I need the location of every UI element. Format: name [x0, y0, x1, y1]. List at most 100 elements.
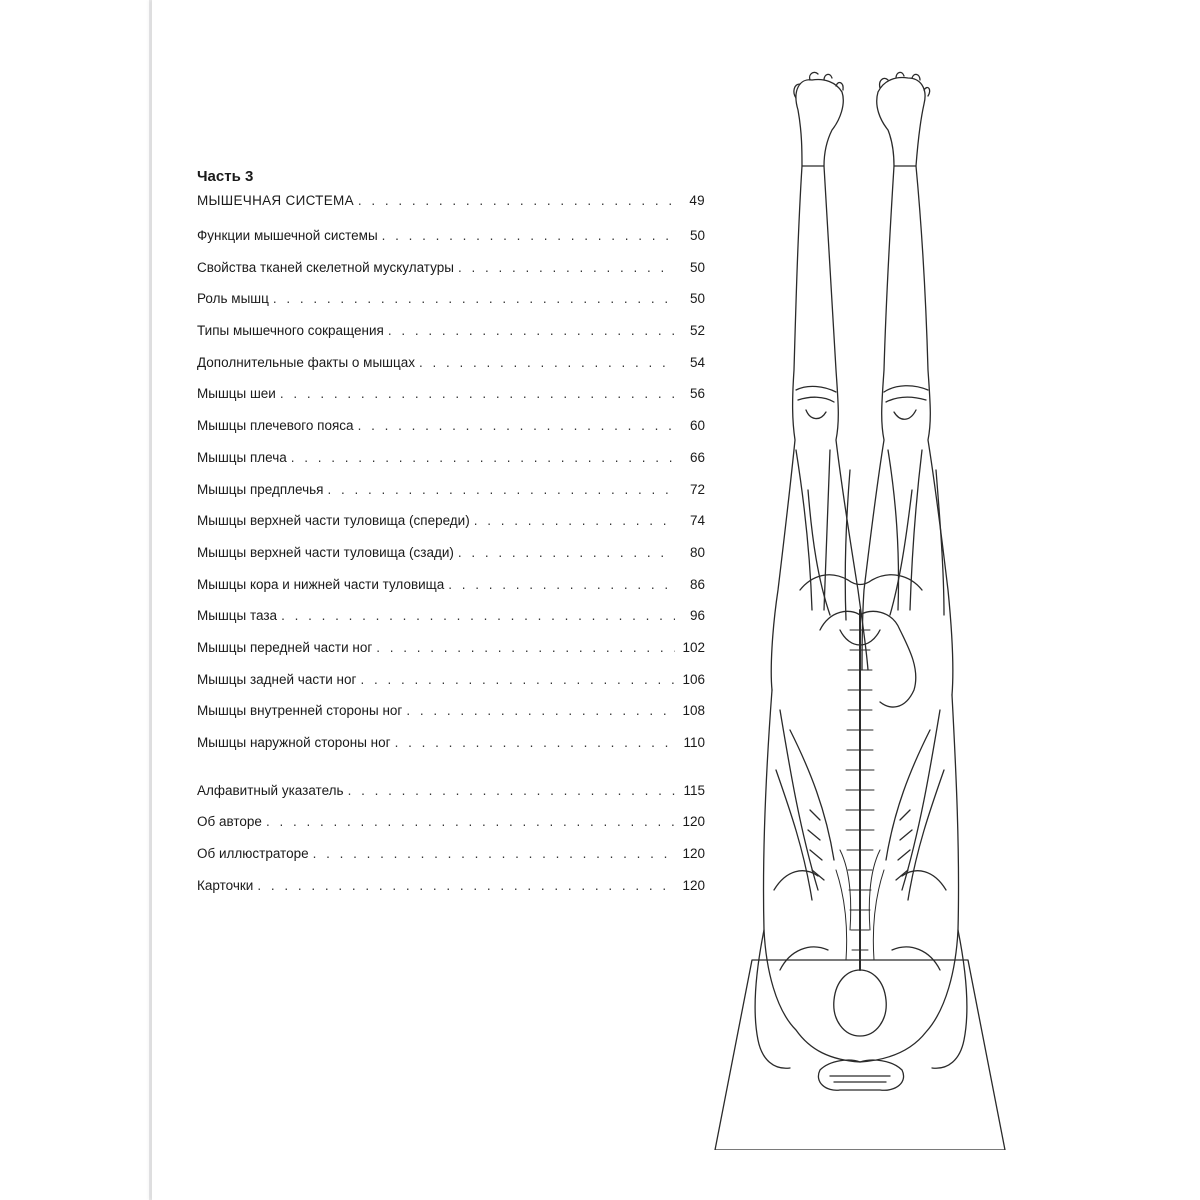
toc-appendix-label: Об иллюстраторе [197, 846, 309, 862]
toc-appendix-row[interactable]: Об иллюстраторе 120 [197, 838, 705, 870]
toc-appendix-row[interactable]: Об авторе 120 [197, 806, 705, 838]
right-leg [861, 165, 895, 671]
toc-entry-label: Мышцы верхней части туловища (спереди) [197, 513, 470, 529]
leader-dots [266, 806, 675, 838]
toc-entry-page: 52 [689, 323, 705, 339]
leader-dots [281, 600, 675, 632]
torso [762, 689, 960, 1063]
toc-entry-row[interactable]: Мышцы передней части ног 102 [197, 632, 705, 664]
toc-entry-label: Мышцы плечевого пояса [197, 418, 354, 434]
toc-entry-label: Функции мышечной системы [197, 228, 378, 243]
toc-entry-page: 106 [682, 671, 705, 687]
leader-dots [382, 220, 675, 252]
toc-entry-row[interactable]: Роль мышц 50 [197, 283, 705, 315]
toc-entry-row[interactable]: Мышцы таза 96 [197, 600, 705, 632]
leader-dots [358, 188, 675, 214]
toc-entry-page: 66 [689, 449, 705, 465]
part-title: Часть 3 [197, 168, 254, 185]
toc-entry-page: 50 [689, 259, 705, 275]
toc-appendix-label: Алфавитный указатель [197, 782, 344, 798]
toc-entry-page: 86 [689, 576, 705, 592]
toc-entry-row[interactable]: Мышцы плеча 66 [197, 442, 705, 474]
leader-dots [458, 537, 675, 569]
toc-appendix: Алфавитный указатель115Об авторе120Об ил… [197, 775, 705, 902]
toc-appendix-row[interactable]: Алфавитный указатель 115 [197, 775, 705, 807]
toc-section-heading[interactable]: МЫШЕЧНАЯ СИСТЕМА 49 [197, 188, 705, 214]
leader-dots [388, 315, 675, 347]
leader-dots [257, 870, 675, 902]
toc-entry-page: 50 [689, 228, 705, 243]
toc-entry-page: 60 [689, 418, 705, 434]
toc-section-page: 49 [689, 193, 705, 208]
left-leg [770, 165, 803, 691]
toc-entry-row[interactable]: Мышцы плечевого пояса 60 [197, 410, 705, 442]
toc-entry-label: Мышцы предплечья [197, 481, 324, 497]
toc-entry-label: Мышцы внутренней стороны ног [197, 703, 403, 719]
toc-appendix-label: Об авторе [197, 814, 262, 830]
toc-appendix-row[interactable]: Карточки120 [197, 870, 705, 902]
left-foot [795, 78, 844, 167]
toc-entry-row[interactable]: Мышцы шеи56 [197, 378, 705, 410]
toc-entry-row[interactable]: Мышцы верхней части туловища (спереди) 74 [197, 505, 705, 537]
toc-entry-row[interactable]: Мышцы задней части ног 106 [197, 664, 705, 696]
hands [817, 1059, 905, 1091]
toc-entry-label: Типы мышечного сокращения [197, 323, 384, 339]
leader-dots [360, 664, 675, 696]
toc-entry-label: Мышцы плеча [197, 449, 287, 465]
leader-dots [273, 283, 675, 315]
leader-dots [448, 569, 675, 601]
toc-entry-row[interactable]: Дополнительные факты о мышцах 54 [197, 347, 705, 379]
toc-entry-label: Мышцы наружной стороны ног [197, 735, 391, 750]
toc-entry-page: 108 [682, 703, 705, 719]
toc-appendix-page: 120 [682, 877, 705, 893]
toc-entry-row[interactable]: Свойства тканей скелетной мускулатуры 50 [197, 252, 705, 284]
toc-entry-row[interactable]: Мышцы верхней части туловища (сзади) 80 [197, 537, 705, 569]
toc-entry-row[interactable]: Функции мышечной системы 50 [197, 220, 705, 252]
toc-entry-row[interactable]: Мышцы кора и нижней части туловища 86 [197, 569, 705, 601]
toc-entry-page: 74 [689, 513, 705, 529]
leader-dots [328, 474, 676, 506]
toc-gap [197, 759, 705, 775]
table-of-contents: Часть 3 МЫШЕЧНАЯ СИСТЕМА 49 Функции мыше… [197, 166, 705, 901]
toc-entry-page: 50 [689, 291, 705, 307]
toc-entry-row[interactable]: Мышцы наружной стороны ног 110 [197, 727, 705, 759]
right-foot [876, 76, 926, 167]
toc-entry-label: Свойства тканей скелетной мускулатуры [197, 259, 454, 275]
leader-dots [358, 410, 675, 442]
right-arm [931, 929, 968, 1069]
toc-entry-row[interactable]: Мышцы внутренней стороны ног 108 [197, 695, 705, 727]
toc-appendix-page: 115 [683, 782, 705, 798]
toc-entry-page: 54 [689, 354, 705, 370]
leader-dots [395, 727, 675, 759]
yoga-mat [714, 959, 1006, 1150]
anatomy-headstand-illustration [714, 71, 1006, 1150]
leader-dots [474, 505, 675, 537]
toc-appendix-page: 120 [682, 814, 705, 830]
toc-entry-label: Мышцы передней части ног [197, 639, 373, 655]
leader-dots [406, 695, 675, 727]
page-edge [149, 0, 152, 1200]
leader-dots [313, 838, 675, 870]
toc-entry-page: 72 [689, 481, 705, 497]
toc-entry-row[interactable]: Типы мышечного сокращения 52 [197, 315, 705, 347]
toc-entry-label: Мышцы таза [197, 608, 278, 624]
toc-entry-label: Мышцы верхней части туловища (сзади) [197, 544, 454, 560]
leader-dots [458, 252, 675, 284]
toc-entry-label: Роль мышц [197, 291, 269, 307]
toc-entry-page: 80 [689, 544, 705, 560]
toc-entry-page: 96 [689, 608, 705, 624]
left-arm [754, 929, 791, 1069]
toc-appendix-page: 120 [682, 846, 705, 862]
head [833, 969, 887, 1037]
toc-entry-label: Мышцы задней части ног [197, 671, 357, 687]
toc-entry-label: Мышцы кора и нижней части туловища [197, 576, 445, 592]
toc-entry-page: 110 [683, 735, 705, 750]
toc-section-label: МЫШЕЧНАЯ СИСТЕМА [197, 193, 354, 208]
toc-entry-page: 102 [682, 639, 705, 655]
leader-dots [376, 632, 675, 664]
leader-dots [291, 442, 675, 474]
toc-entries: Функции мышечной системы50Свойства ткане… [197, 220, 705, 759]
toc-entry-row[interactable]: Мышцы предплечья 72 [197, 474, 705, 506]
toc-entry-label: Дополнительные факты о мышцах [197, 354, 415, 370]
leader-dots [419, 347, 675, 379]
